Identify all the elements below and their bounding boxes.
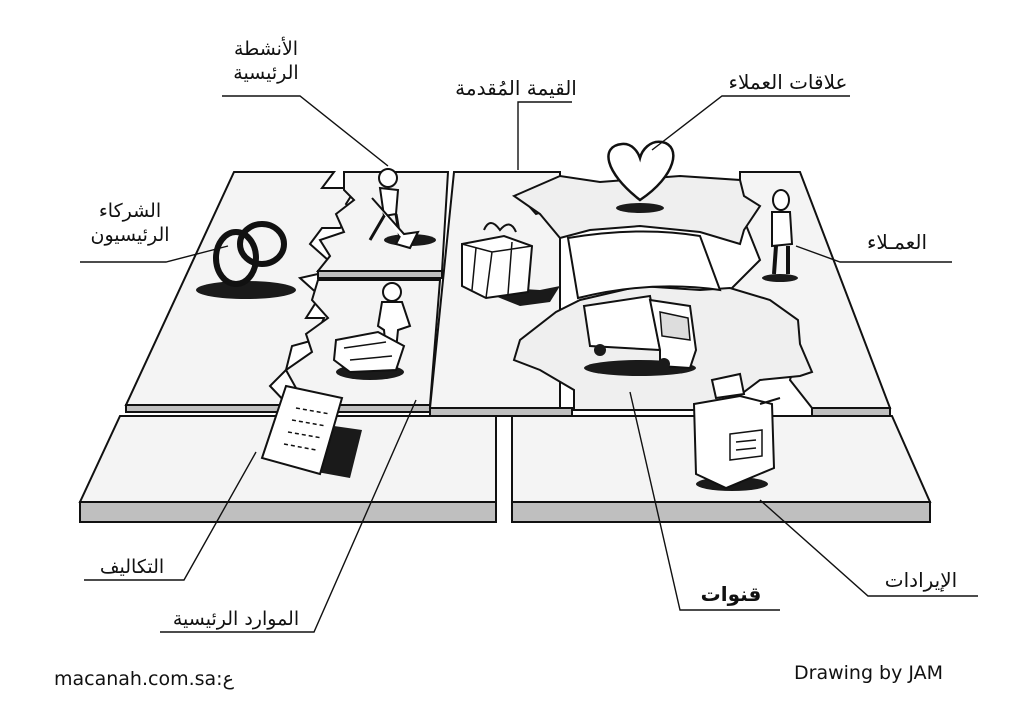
leader-channels: [629, 391, 780, 611]
leader-key-partners: [80, 245, 229, 263]
label-key-partners-line1: الشركاء: [98, 200, 162, 222]
label-revenue-streams-text: الإيرادات: [884, 568, 958, 592]
footer-credit-text: Drawing by JAM: [794, 662, 944, 684]
label-key-activities: الأنشطة الرئيسية: [216, 38, 316, 86]
footer-website-text: macanah.com.sa: [54, 668, 217, 690]
paper-receipt-icon: [260, 384, 362, 478]
leader-cost-structure: [84, 451, 257, 581]
label-value-proposition-text: القيمة المُقدمة: [455, 76, 577, 100]
footer-credit: Drawing by JAM: [794, 662, 943, 684]
person-with-machine-icon: [332, 282, 412, 380]
leader-customer-relationships: [651, 95, 850, 151]
label-customer-relationships-text: علاقات العملاء: [728, 70, 848, 94]
leader-customer-segments: [795, 245, 952, 263]
label-value-proposition: القيمة المُقدمة: [436, 76, 596, 101]
leader-revenue-streams: [759, 499, 978, 597]
label-key-activities-line1: الأنشطة: [233, 38, 299, 60]
gift-box-cart-icon: [461, 222, 560, 306]
label-key-resources-text: الموارد الرئيسية: [172, 608, 300, 630]
label-customer-segments: العمـلاء: [842, 230, 952, 255]
leader-key-activities: [222, 95, 389, 167]
standing-person-icon: [762, 189, 798, 282]
interlocked-rings-icon: [196, 221, 296, 299]
cash-register-icon: [692, 372, 781, 491]
label-key-partners: الشركاء الرئيسيون: [80, 200, 180, 248]
delivery-truck-icon: [582, 294, 698, 376]
label-revenue-streams: الإيرادات: [866, 568, 976, 593]
footer-website-prefix: ع:: [216, 668, 234, 690]
person-digging-icon: [368, 168, 436, 250]
label-channels: قنوات: [686, 582, 776, 607]
leader-key-resources: [160, 399, 417, 633]
label-cost-structure: التكاليف: [82, 556, 182, 580]
label-key-activities-line2: الرئيسية: [233, 61, 299, 84]
customer-segments-panel: [728, 171, 892, 417]
label-customer-relationships: علاقات العملاء: [714, 70, 862, 95]
footer-website: macanah.com.saع:: [54, 668, 234, 690]
label-cost-structure-text: التكاليف: [99, 556, 165, 578]
leader-value-proposition: [517, 101, 572, 170]
label-customer-segments-text: العمـلاء: [866, 230, 928, 254]
key-activities-panel: [315, 171, 450, 279]
label-channels-text: قنوات: [700, 582, 762, 606]
label-key-partners-line2: الرئيسيون: [90, 223, 170, 246]
label-key-resources: الموارد الرئيسية: [158, 608, 314, 632]
heart-icon: [607, 140, 675, 213]
leader-lines: [80, 95, 978, 633]
